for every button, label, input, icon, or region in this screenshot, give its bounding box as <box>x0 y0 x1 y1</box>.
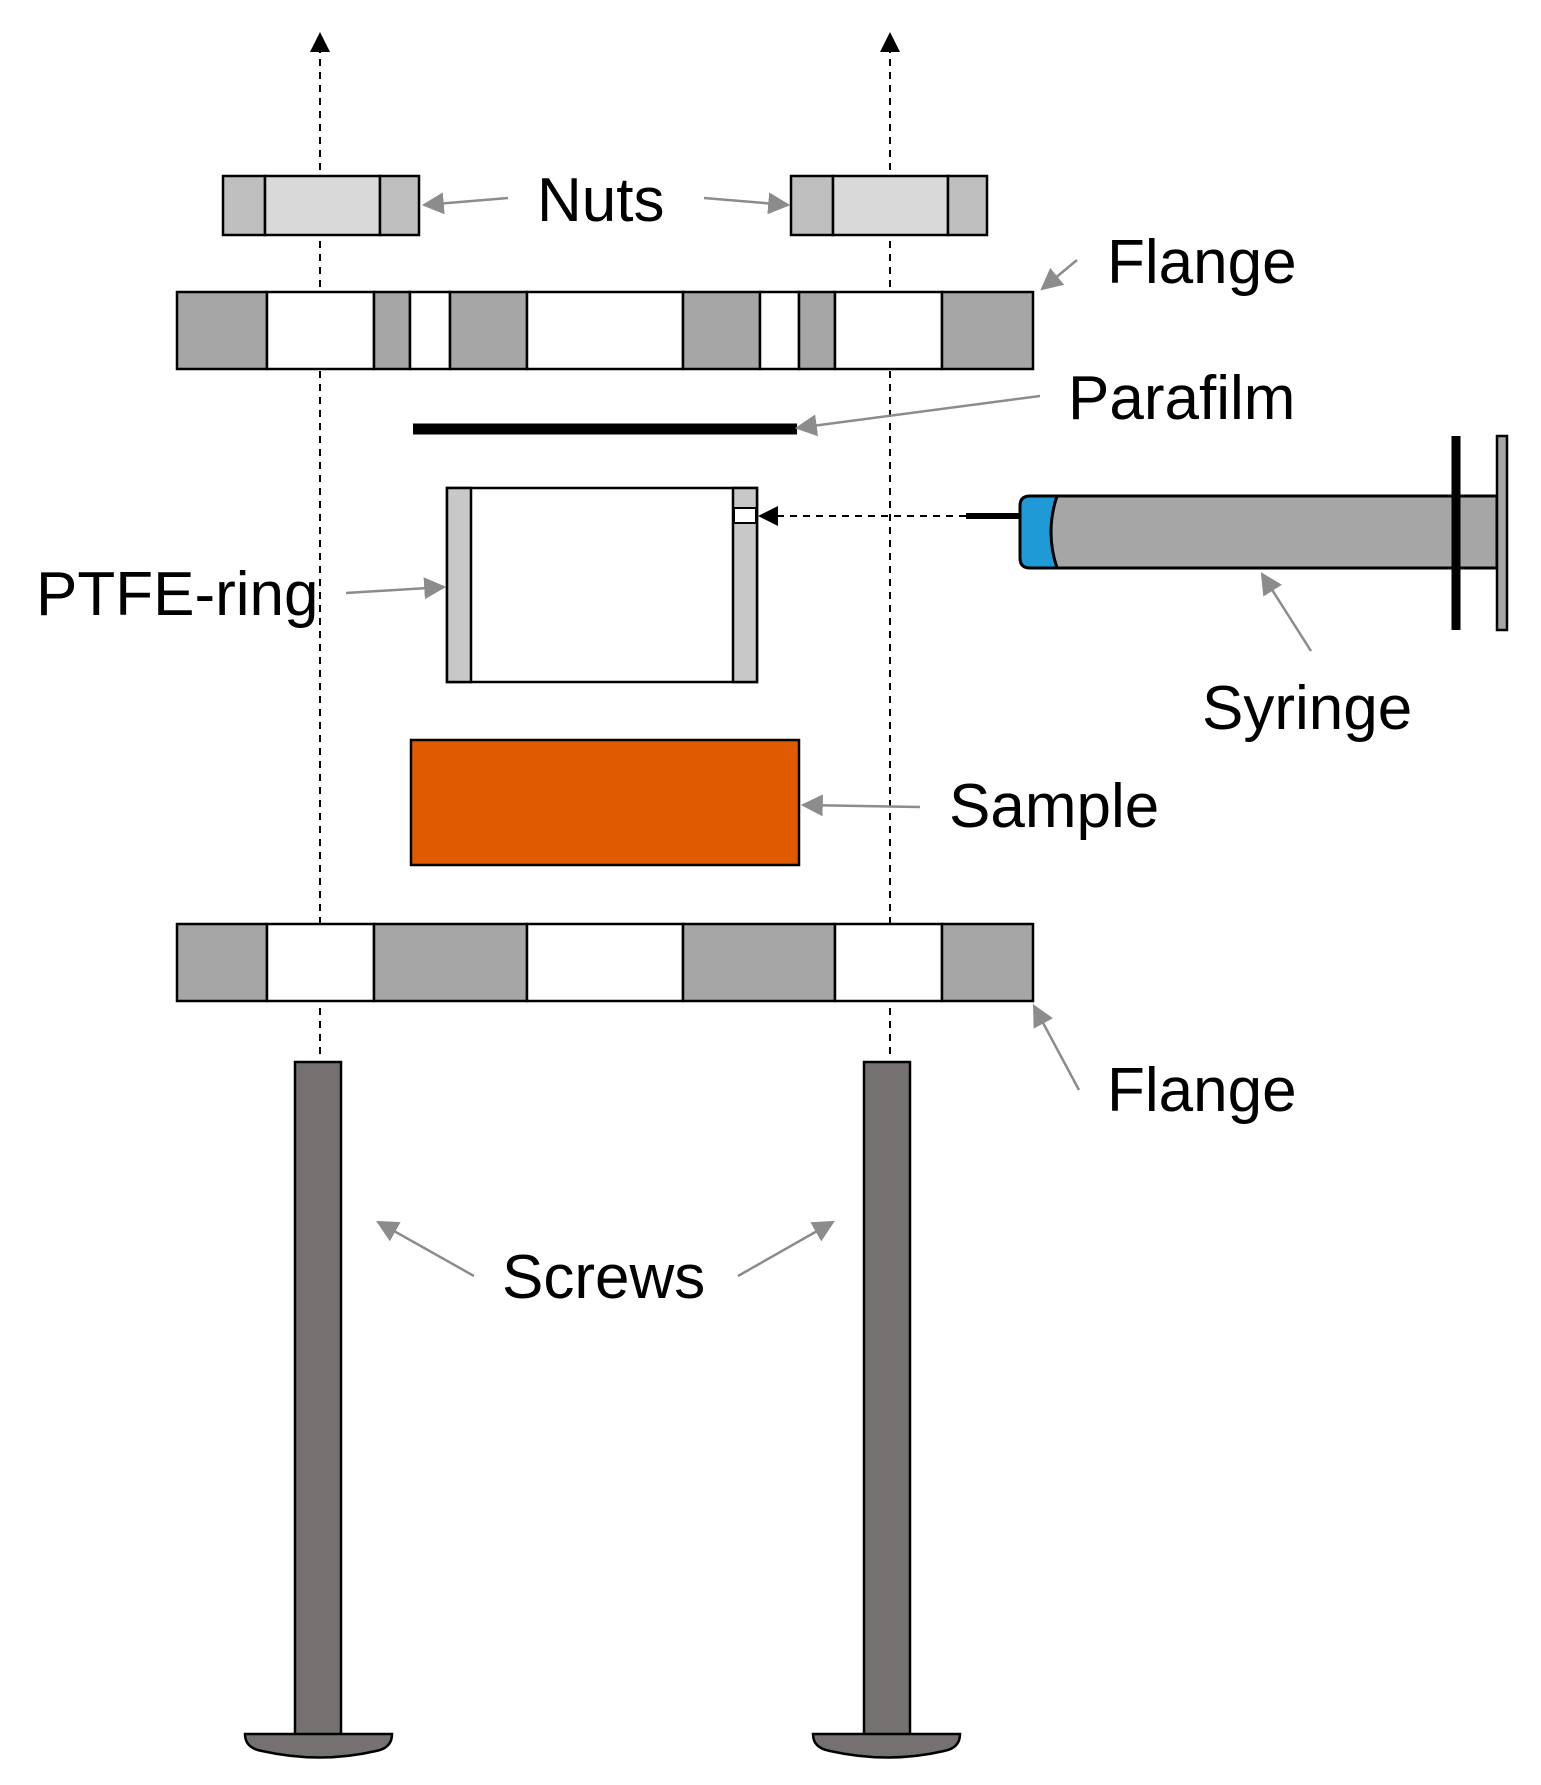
screws-right-pointer <box>737 1220 835 1278</box>
nuts-label: Nuts <box>537 166 664 235</box>
left-screw <box>243 1060 394 1759</box>
nuts-left-pointer <box>421 192 509 215</box>
left-nut <box>221 174 421 237</box>
bottom-flange <box>175 922 1035 1003</box>
syringe <box>966 434 1509 632</box>
ptfe-ring-pointer <box>345 577 447 600</box>
parafilm-pointer <box>794 394 1041 437</box>
screws-label: Screws <box>502 1243 705 1312</box>
parafilm-label: Parafilm <box>1068 364 1295 433</box>
right-nut <box>789 174 989 237</box>
right-screw <box>811 1060 962 1759</box>
syringe-plunger-flange <box>1495 434 1509 632</box>
ptfe-ring <box>445 486 759 684</box>
screws-left-pointer <box>376 1220 475 1278</box>
sample-block <box>409 738 801 867</box>
injection-port <box>733 507 757 524</box>
top-flange-label: Flange <box>1107 228 1297 297</box>
bottom-flange-pointer <box>1032 1004 1081 1091</box>
ptfe-ring-label: PTFE-ring <box>36 560 318 629</box>
syringe-label: Syringe <box>1202 674 1412 743</box>
sample-label: Sample <box>949 772 1159 841</box>
nuts-right-pointer <box>703 192 791 215</box>
bottom-flange-label: Flange <box>1107 1056 1297 1125</box>
syringe-tip <box>1018 494 1059 570</box>
top-flange-pointer <box>1040 259 1078 291</box>
top-flange <box>175 290 1035 371</box>
syringe-pointer <box>1260 572 1313 652</box>
syringe-barrel <box>1049 494 1499 570</box>
sample-pointer <box>800 794 921 817</box>
